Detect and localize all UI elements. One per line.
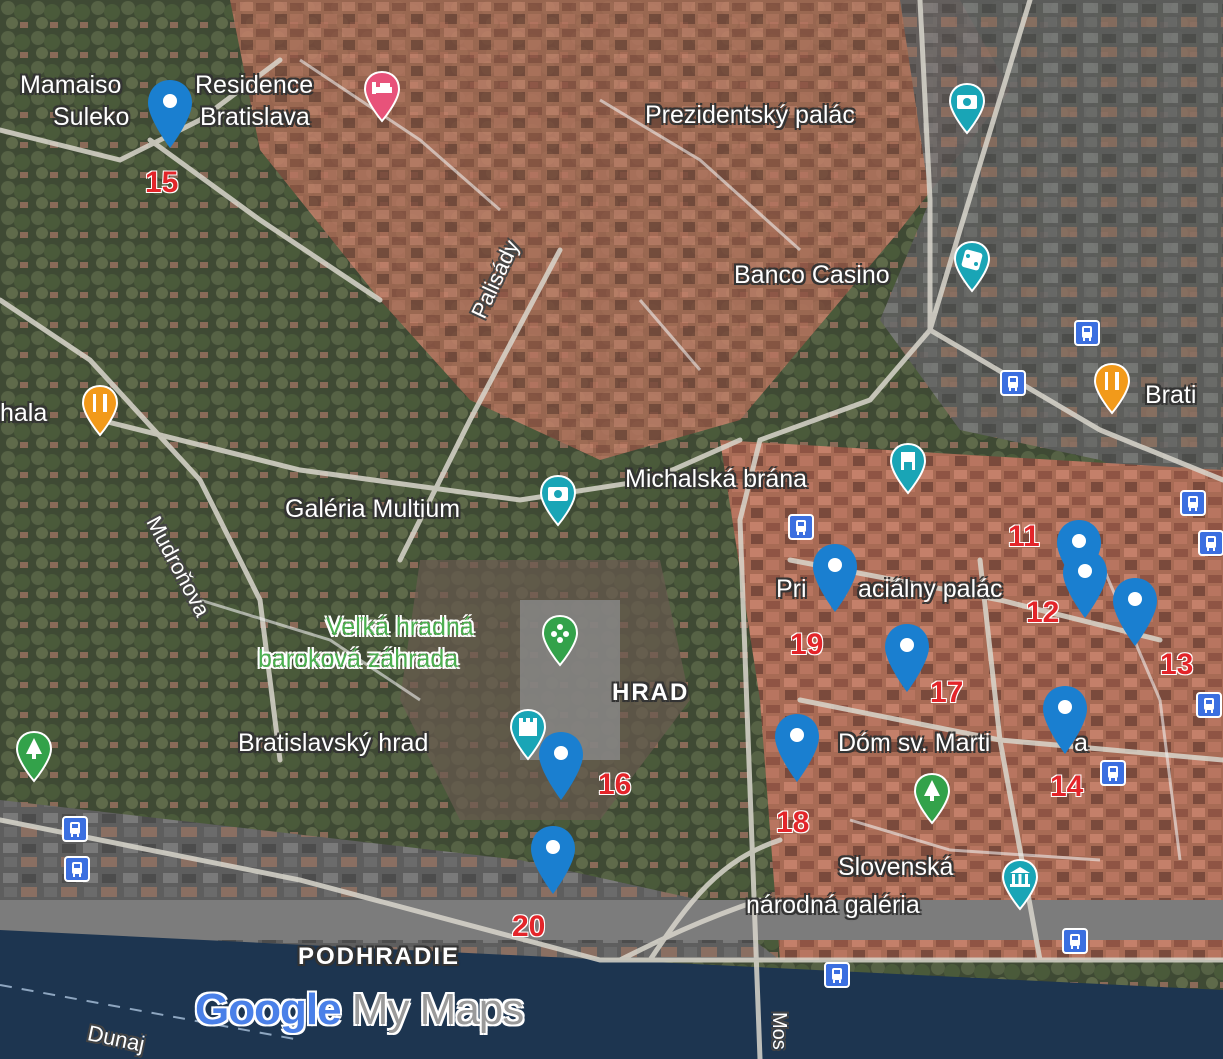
place-label-dom-end: a xyxy=(1074,729,1088,757)
place-label-galeria: Galéria Multium xyxy=(285,495,461,523)
place-label-dom: Dóm sv. Marti xyxy=(838,729,991,757)
place-label-residence: Residence xyxy=(195,71,314,99)
google-my-maps-logo: Google My Maps xyxy=(195,985,524,1035)
tram-icon[interactable] xyxy=(1062,928,1088,954)
tram-icon[interactable] xyxy=(64,856,90,882)
marker-number-11: 11 xyxy=(1008,520,1040,553)
tram-icon[interactable] xyxy=(1000,370,1026,396)
place-label-suleko: Suleko xyxy=(53,103,130,131)
place-label-banco: Banco Casino xyxy=(734,261,890,289)
map-marker-12[interactable] xyxy=(1060,548,1110,620)
marker-number-16: 16 xyxy=(598,768,632,801)
area-label-hrad: HRAD xyxy=(612,679,690,706)
marker-number-17: 17 xyxy=(930,676,964,709)
dice-icon[interactable] xyxy=(952,240,992,294)
marker-number-20: 20 xyxy=(512,910,546,943)
camera-icon[interactable] xyxy=(538,474,578,528)
place-label-brati: Brati xyxy=(1145,381,1197,409)
place-label-michalska: Michalská brána xyxy=(625,465,808,493)
marker-number-18: 18 xyxy=(776,806,810,839)
tree-icon[interactable] xyxy=(14,730,54,784)
tram-icon[interactable] xyxy=(788,514,814,540)
place-label-velka: Veľká hradná xyxy=(326,613,474,641)
place-label-mamaison: Mamaiso xyxy=(20,71,122,99)
map-marker-15[interactable] xyxy=(145,78,195,150)
logo-my-maps: My Maps xyxy=(340,985,524,1034)
area-label-podhradie: PODHRADIE xyxy=(298,943,461,970)
fork-knife-icon[interactable] xyxy=(80,384,120,438)
map-marker-13[interactable] xyxy=(1110,576,1160,648)
marker-number-15: 15 xyxy=(145,166,179,199)
marker-number-12: 12 xyxy=(1026,596,1060,629)
museum-icon[interactable] xyxy=(1000,858,1040,912)
tram-icon[interactable] xyxy=(824,962,850,988)
place-label-barokova: baroková záhrada xyxy=(258,645,459,673)
place-label-prezidentsky: Prezidentský palác xyxy=(645,101,855,129)
map-marker-14[interactable] xyxy=(1040,684,1090,756)
place-label-primacialny-start: Pri xyxy=(776,575,807,603)
tram-icon[interactable] xyxy=(1198,530,1223,556)
map-marker-18[interactable] xyxy=(772,712,822,784)
tram-icon[interactable] xyxy=(1100,760,1126,786)
place-label-slovenska: Slovenská xyxy=(838,853,954,881)
marker-number-19: 19 xyxy=(790,628,824,661)
map-marker-16[interactable] xyxy=(536,730,586,802)
map-marker-20[interactable] xyxy=(528,824,578,896)
place-label-bratislavsky: Bratislavský hrad xyxy=(238,729,429,757)
bed-icon[interactable] xyxy=(362,70,402,124)
street-label-most: Mos xyxy=(768,1012,790,1050)
fork-knife-icon[interactable] xyxy=(1092,362,1132,416)
tree-icon[interactable] xyxy=(912,772,952,826)
tower-icon[interactable] xyxy=(888,442,928,496)
camera-icon[interactable] xyxy=(947,82,987,136)
tram-icon[interactable] xyxy=(1180,490,1206,516)
flower-icon[interactable] xyxy=(540,614,580,668)
tram-icon[interactable] xyxy=(62,816,88,842)
tram-icon[interactable] xyxy=(1074,320,1100,346)
map-marker-19[interactable] xyxy=(810,542,860,614)
castle-icon[interactable] xyxy=(508,708,548,762)
logo-google: Google xyxy=(195,985,342,1034)
place-label-narodna: národná galéria xyxy=(746,891,920,919)
place-label-hala: hala xyxy=(0,399,48,427)
tram-icon[interactable] xyxy=(1196,692,1222,718)
marker-number-13: 13 xyxy=(1160,648,1194,681)
map-marker-17[interactable] xyxy=(882,622,932,694)
place-label-bratislava: Bratislava xyxy=(200,103,310,131)
marker-number-14: 14 xyxy=(1050,770,1084,803)
place-label-primacialny-end: aciálny palác xyxy=(858,575,1003,603)
